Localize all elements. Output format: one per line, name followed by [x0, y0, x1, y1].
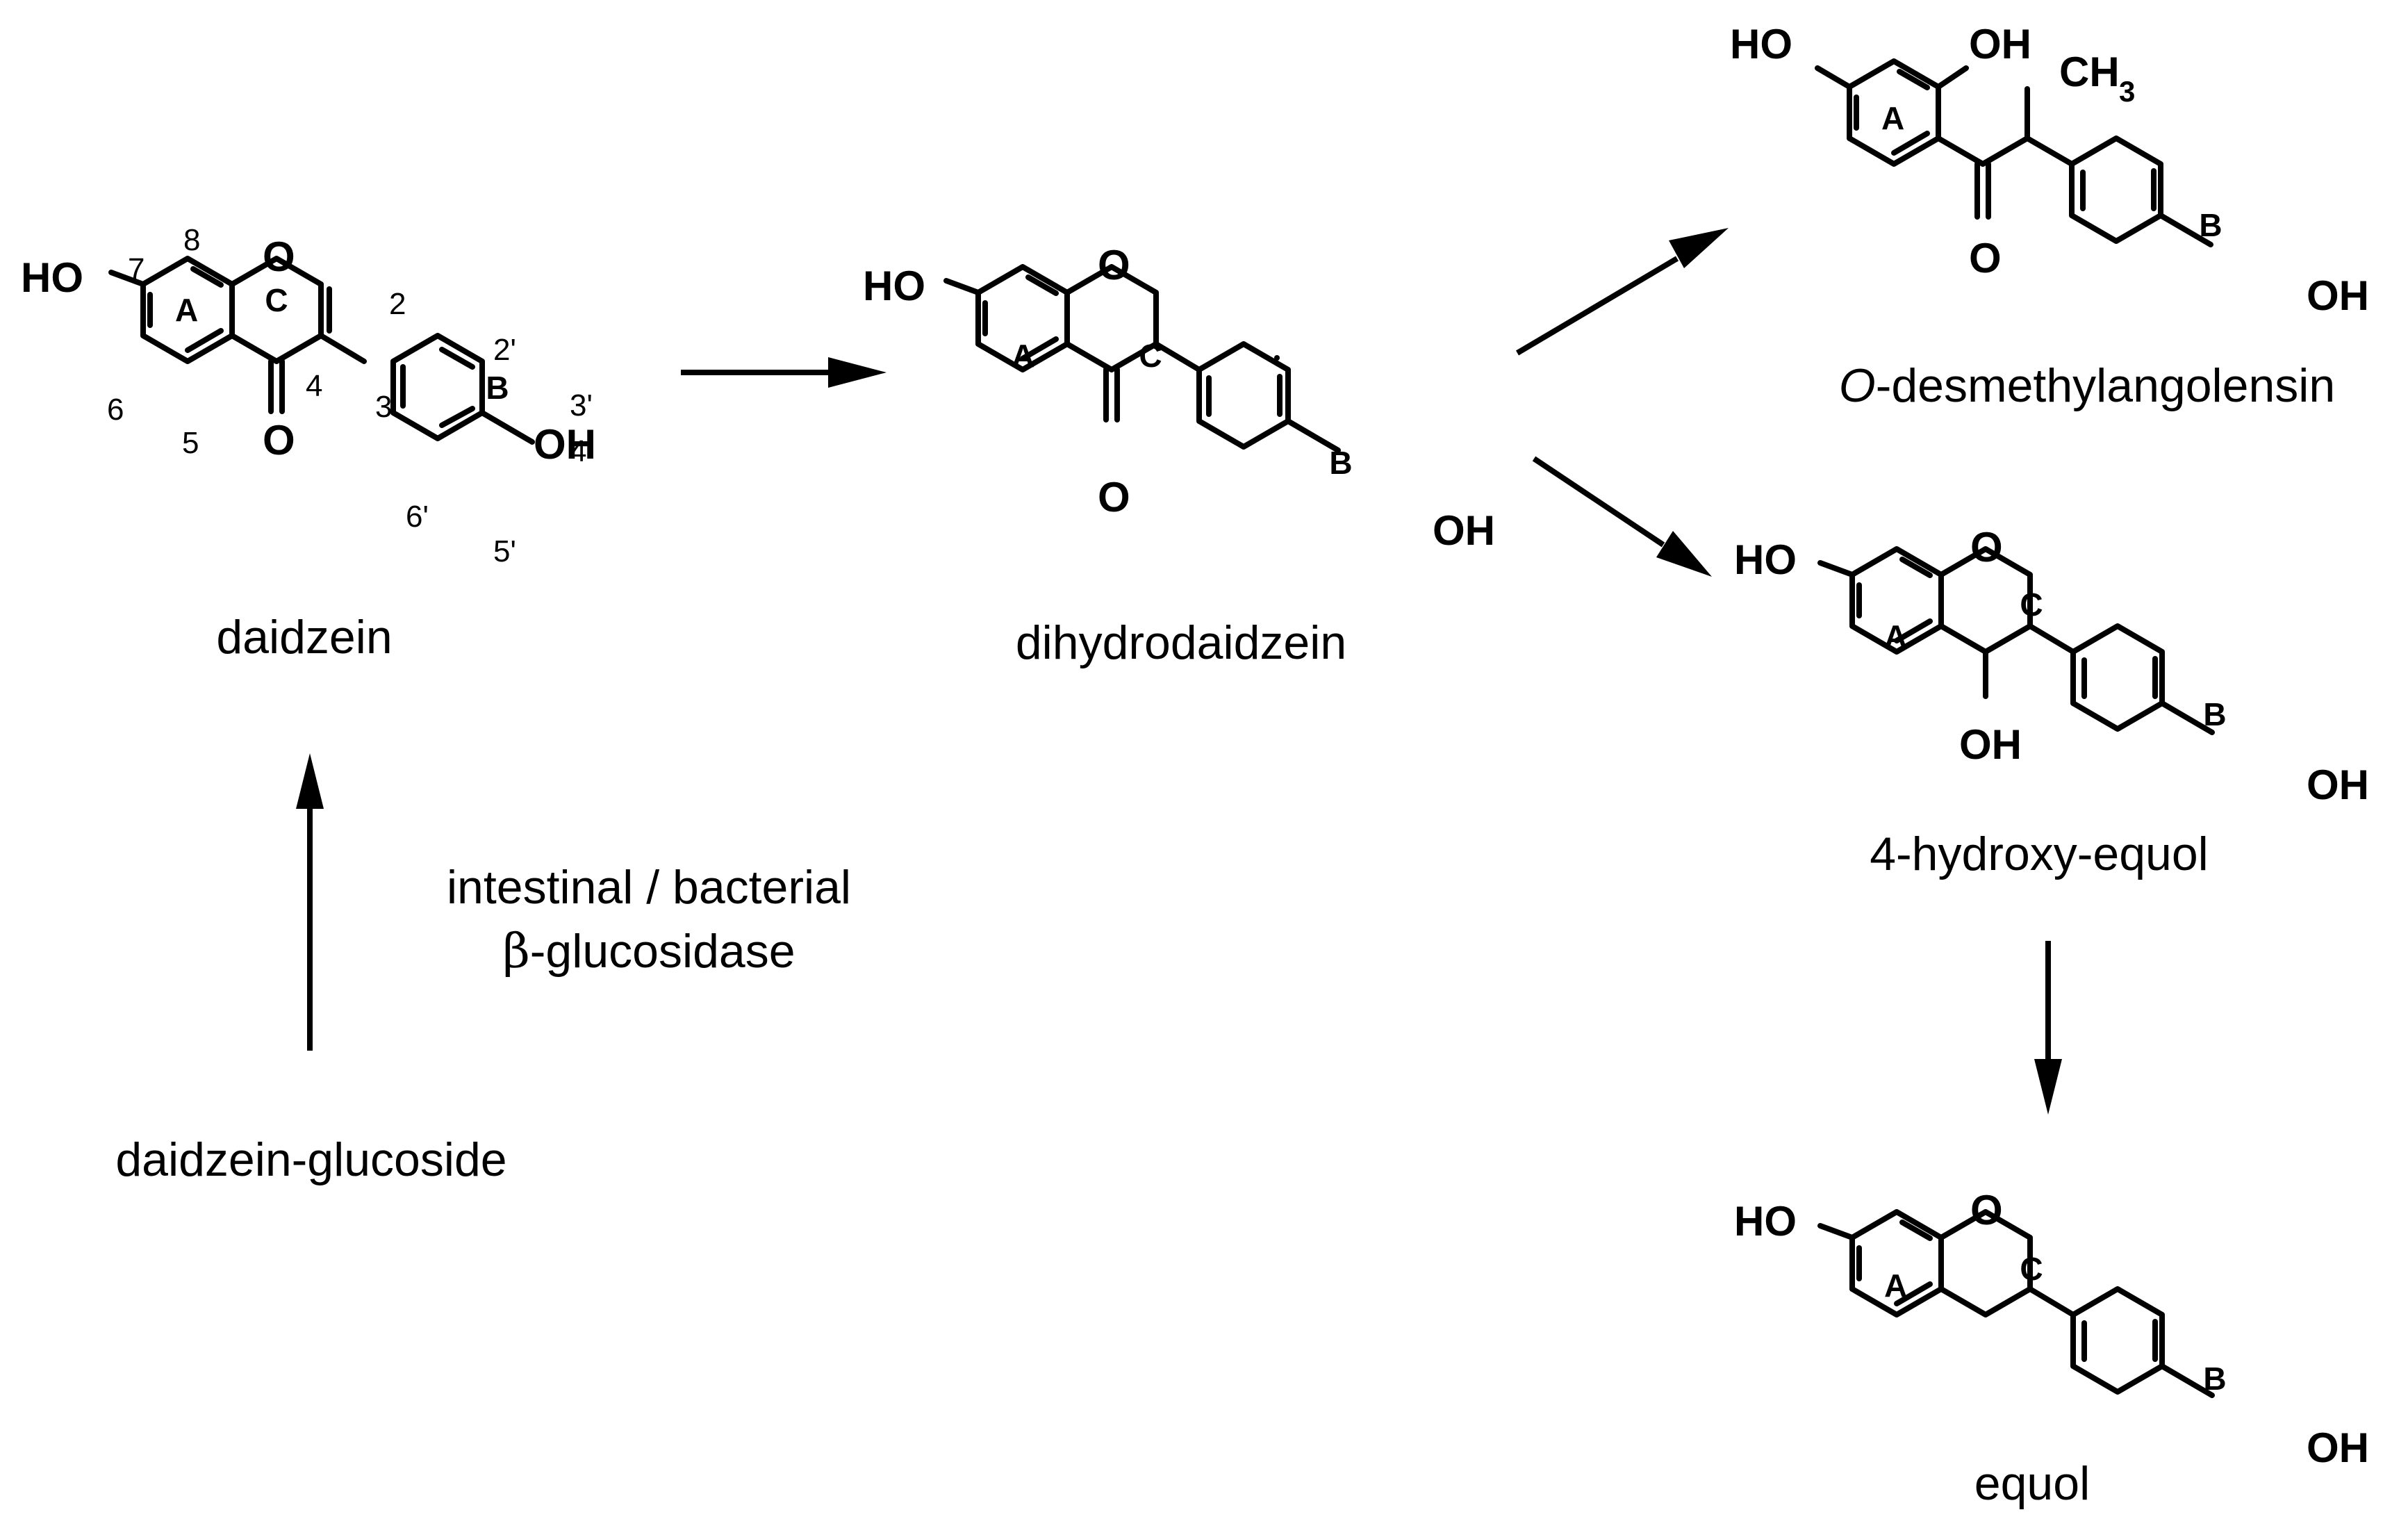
enzyme-line-1: intestinal / bacterial [447, 861, 851, 914]
dhd-ring-o: O [1098, 242, 1130, 288]
odma-ch3-sub: 3 [2119, 75, 2135, 108]
dhd-ring-b: B [1329, 445, 1352, 481]
dhd-carbonyl-o: O [1098, 474, 1130, 520]
arrow-daidzein-to-dihydrodaidzein [681, 357, 886, 388]
pos-6: 6 [107, 393, 124, 427]
odma-ch: CH [2059, 49, 2120, 95]
pos-2: 2 [389, 287, 406, 321]
pos-3: 3 [375, 390, 392, 424]
pos-8: 8 [183, 223, 200, 257]
dihydrodaidzein-structure [943, 264, 1341, 453]
daidzein-ho: HO [21, 254, 83, 301]
odma-oh-4p: OH [2307, 272, 2369, 319]
equol-ring-b: B [2203, 1361, 2226, 1397]
odma-oh-2: OH [1969, 21, 2031, 67]
equol-ring-a: A [1884, 1267, 1907, 1304]
daidzein-carbonyl-o: O [263, 417, 295, 463]
heq-ring-o: O [1970, 524, 2003, 570]
daidzein-ring-o: O [263, 233, 295, 280]
heq-ho: HO [1734, 536, 1797, 583]
label-hydroxy-equol: 4-hydroxy-equol [1870, 828, 2209, 880]
label-daidzein: daidzein [216, 611, 392, 664]
enzyme-line-2: β-glucosidase [502, 924, 795, 979]
dhd-ho: HO [863, 263, 925, 309]
equol-ho: HO [1734, 1198, 1797, 1245]
label-daidzein-glucoside: daidzein-glucoside [115, 1133, 506, 1186]
pos-4: 4 [306, 369, 322, 403]
pos-4p: 4' [570, 434, 593, 468]
odma-carbonyl-o: O [1969, 235, 2002, 281]
dhd-ring-c: C [1139, 338, 1162, 374]
daidzein-ring-b: B [486, 370, 509, 406]
arrow-dihydrodaidzein-to-hydroxy-equol [1532, 456, 1712, 577]
dhd-oh: OH [1433, 507, 1495, 554]
heq-ring-a: A [1884, 618, 1907, 655]
dhd-ring-a: A [1012, 338, 1034, 374]
heq-oh-4: OH [1959, 721, 2022, 768]
label-dihydrodaidzein: dihydrodaidzein [1016, 616, 1346, 669]
pos-2p: 2' [493, 333, 516, 367]
hydroxy-equol-structure [1817, 546, 2215, 735]
equol-oh: OH [2307, 1424, 2369, 1471]
odma-ring-a: A [1881, 100, 1904, 136]
arrow-hydroxy-equol-to-equol [2034, 941, 2062, 1115]
daidzein-ring-a: A [175, 292, 198, 328]
arrow-glucoside-to-daidzein [296, 753, 324, 1051]
odma-ring-b: B [2199, 207, 2222, 243]
heq-ring-c: C [2020, 586, 2043, 623]
pos-6p: 6' [406, 500, 429, 534]
daidzein-oh: OH [534, 421, 596, 468]
pos-5p: 5' [493, 534, 516, 568]
arrow-dihydrodaidzein-to-odma [1515, 228, 1729, 356]
equol-structure [1817, 1209, 2215, 1398]
daidzein-structure [108, 256, 535, 445]
label-odma: O-desmethylangolensin [1839, 359, 2335, 412]
equol-ring-c: C [2020, 1251, 2043, 1287]
label-equol: equol [1974, 1457, 2090, 1510]
heq-oh-4p: OH [2307, 762, 2369, 808]
daidzein-ring-c: C [265, 282, 288, 318]
pos-7: 7 [128, 252, 145, 286]
pos-3p: 3' [570, 388, 593, 422]
pos-5: 5 [182, 426, 199, 460]
heq-ring-b: B [2203, 696, 2226, 732]
equol-ring-o: O [1970, 1187, 2003, 1233]
odma-structure [1815, 58, 2213, 247]
odma-ho: HO [1730, 21, 1792, 67]
